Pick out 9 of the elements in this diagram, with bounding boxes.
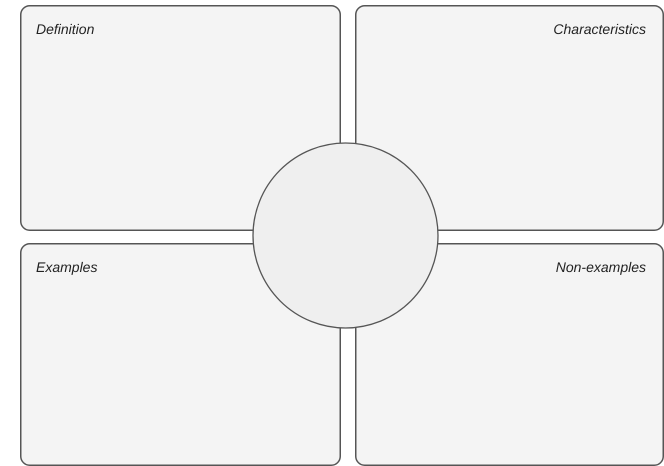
center-circle [252, 142, 439, 329]
quadrant-heading: Characteristics [553, 21, 646, 37]
quadrant-heading: Non-examples [556, 259, 646, 275]
quadrant-panel [355, 5, 664, 231]
quadrant-panel [20, 5, 341, 231]
quadrant-panel [20, 243, 341, 466]
quadrant-heading: Definition [36, 21, 94, 37]
quadrant-panel [355, 243, 664, 466]
quadrant-heading: Examples [36, 259, 98, 275]
